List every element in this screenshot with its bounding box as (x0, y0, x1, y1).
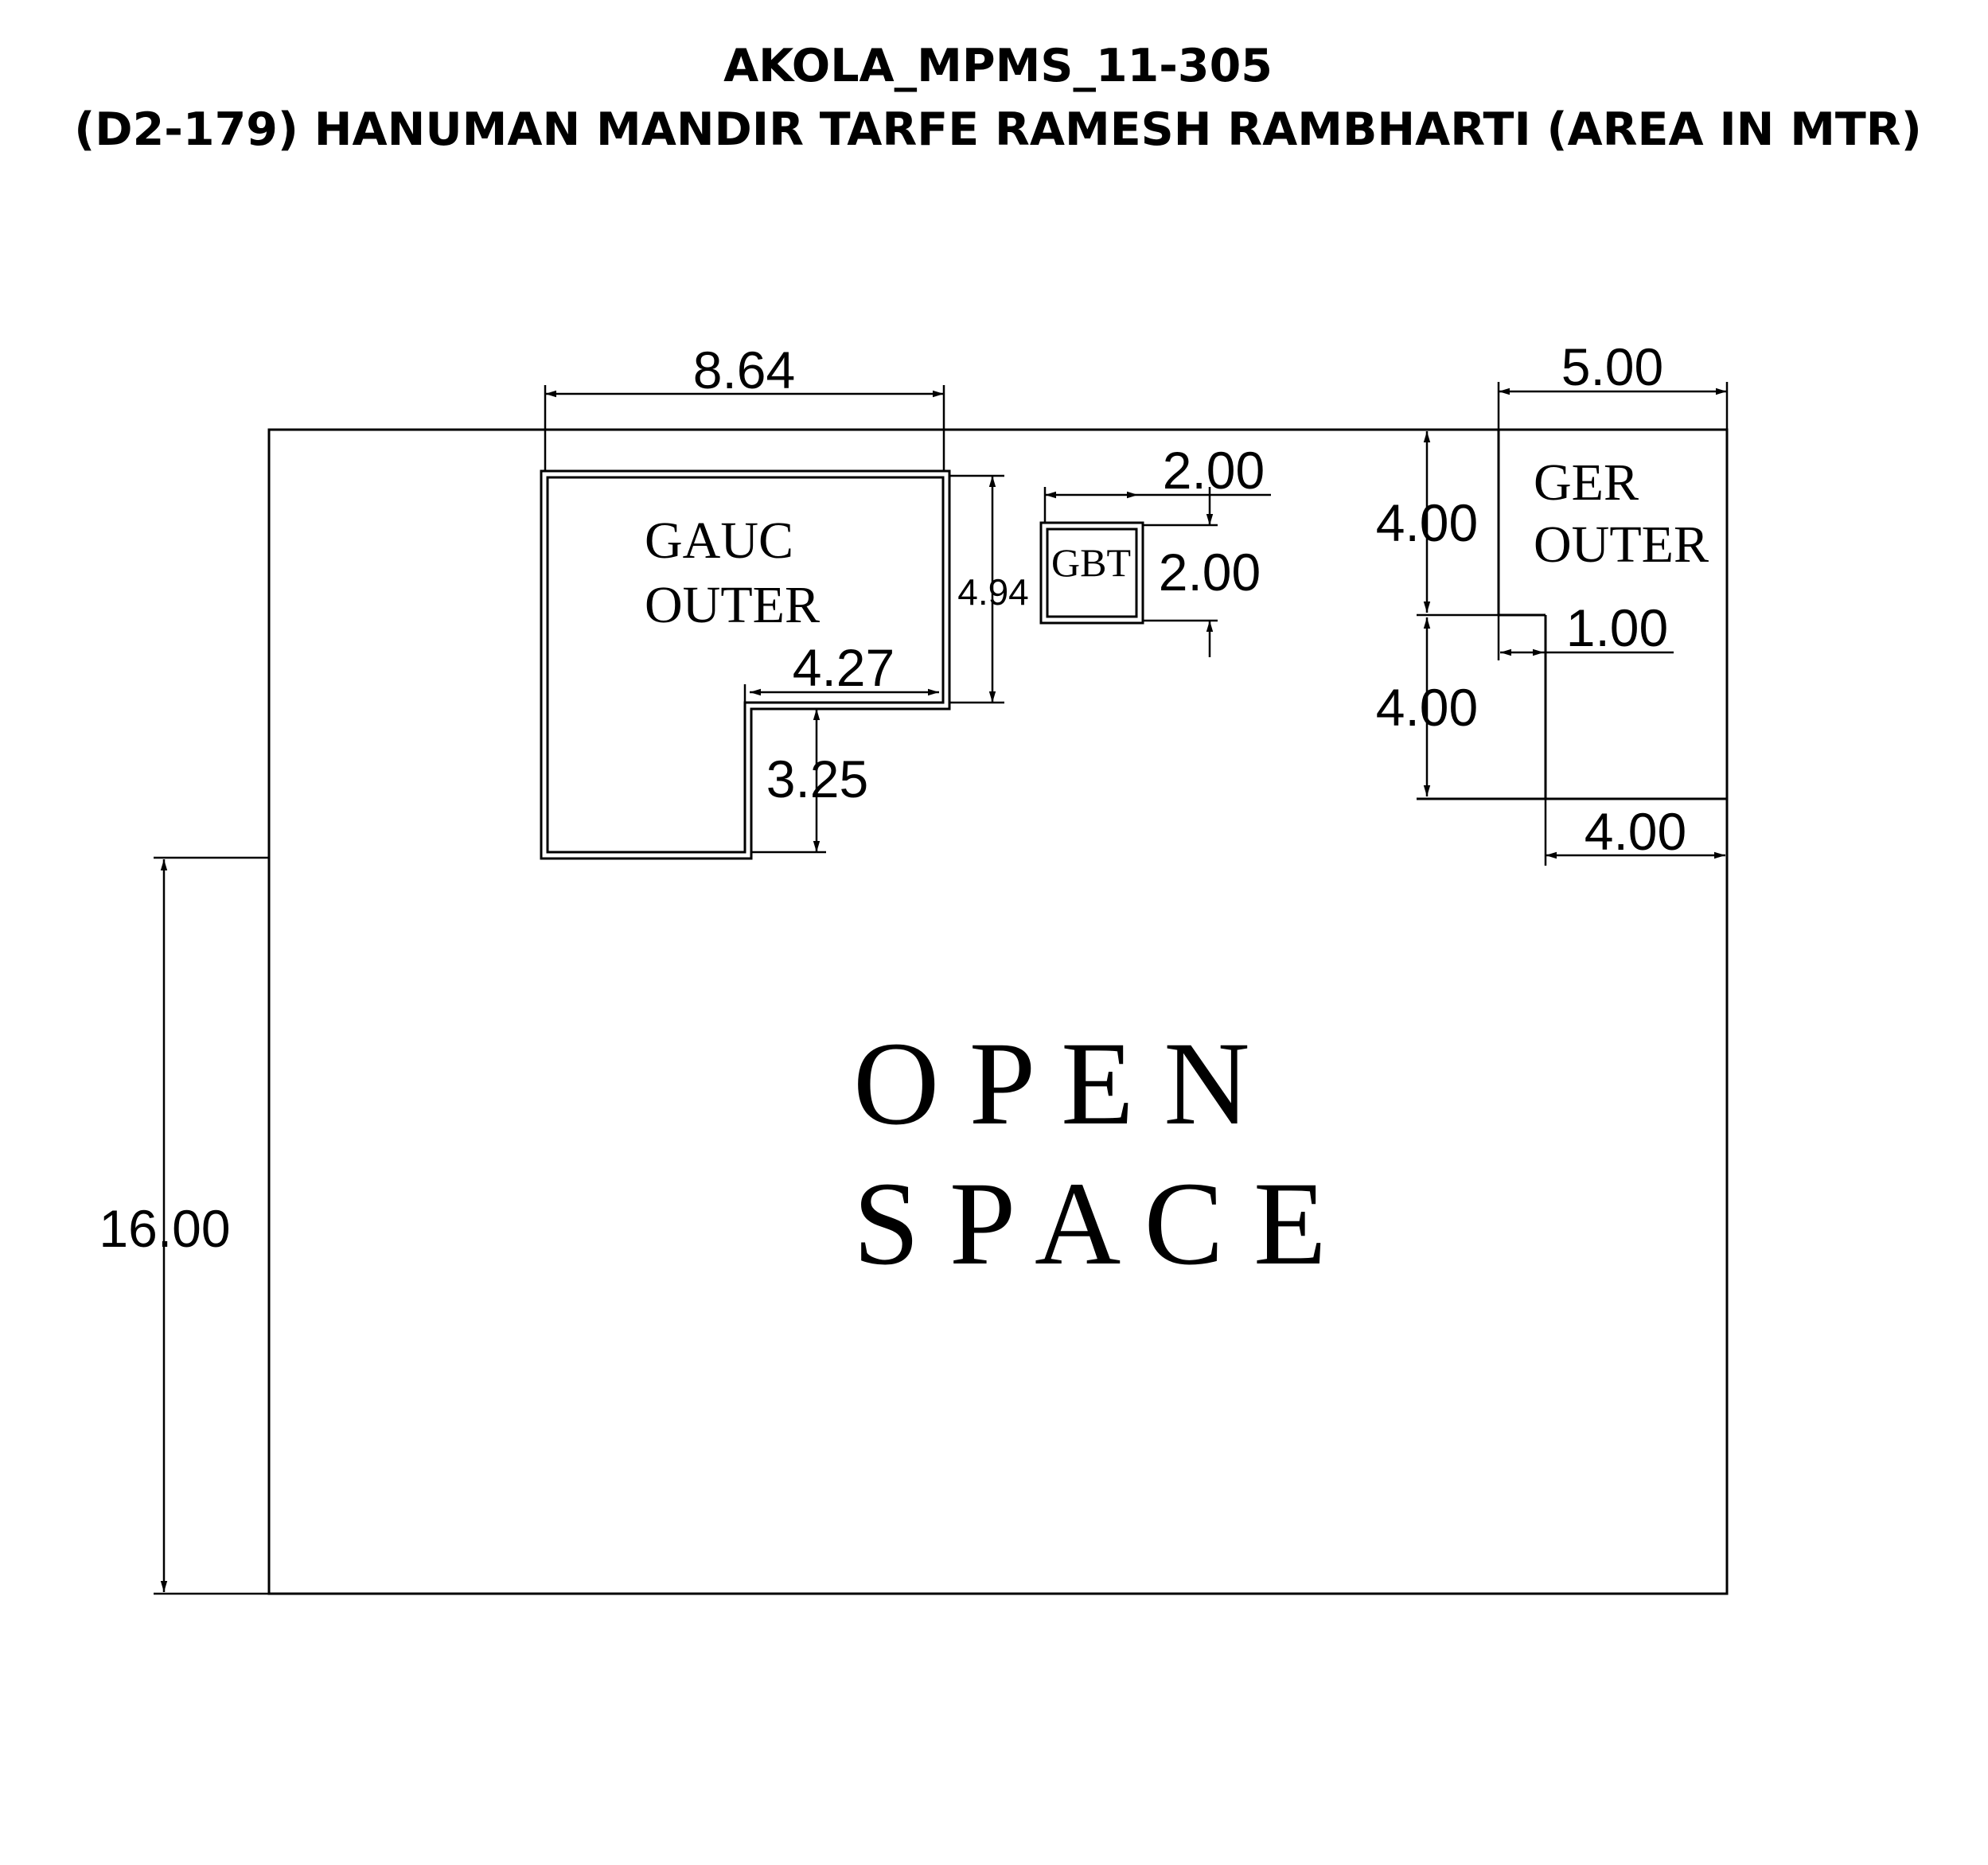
gauc-label-line-2: OUTER (645, 576, 820, 634)
dim-gbt-height-label: 2.00 (1159, 543, 1261, 602)
title-line-1: AKOLA_MPMS_11-305 (723, 40, 1273, 92)
dim-ger-bottom-label: 4.00 (1585, 802, 1686, 861)
plot-boundary (267, 428, 1729, 1595)
ger-label-line-1: GER (1534, 454, 1639, 512)
gauc-label-line-1: GAUC (645, 512, 793, 570)
title-line-2: (D2-179) HANUMAN MANDIR TARFE RAMESH RAM… (74, 103, 1922, 156)
dim-gbt-height (1143, 487, 1218, 657)
dim-ger-height-lower-label: 4.00 (1376, 678, 1478, 737)
dim-gauc-height-label: 4.94 (957, 571, 1029, 613)
dim-plot-height (154, 856, 269, 1595)
dim-gauc-inner-height (751, 709, 826, 854)
dim-ger-width (1497, 382, 1729, 430)
gbt-label: GBT (1051, 540, 1131, 585)
dim-gauc-inner-width (743, 684, 939, 703)
gbt-shape (1039, 521, 1144, 625)
dim-gauc-width-label: 8.64 (693, 341, 795, 399)
dim-ger-height-upper (1417, 431, 1499, 617)
dim-gbt-width (1043, 487, 1271, 523)
dim-ger-step (1497, 615, 1674, 660)
dim-gauc-inner-width-label: 4.27 (793, 638, 895, 697)
ger-label-line-2: OUTER (1534, 516, 1709, 574)
dim-gauc-width (544, 385, 945, 471)
dim-ger-height-upper-label: 4.00 (1376, 493, 1478, 552)
ger-outer-shape (1417, 430, 1727, 800)
dim-gauc-inner-height-label: 3.25 (766, 750, 868, 808)
dim-ger-width-label: 5.00 (1561, 337, 1663, 396)
open-space-line-2: S P A C E (853, 1158, 1327, 1290)
dim-ger-step-label: 1.00 (1566, 598, 1668, 657)
dim-ger-bottom (1544, 799, 1725, 866)
dim-plot-height-label: 16.00 (99, 1199, 230, 1258)
open-space-line-1: O P E N (853, 1018, 1250, 1150)
dim-gbt-width-label: 2.00 (1163, 441, 1265, 500)
dim-gauc-height (949, 474, 1004, 704)
